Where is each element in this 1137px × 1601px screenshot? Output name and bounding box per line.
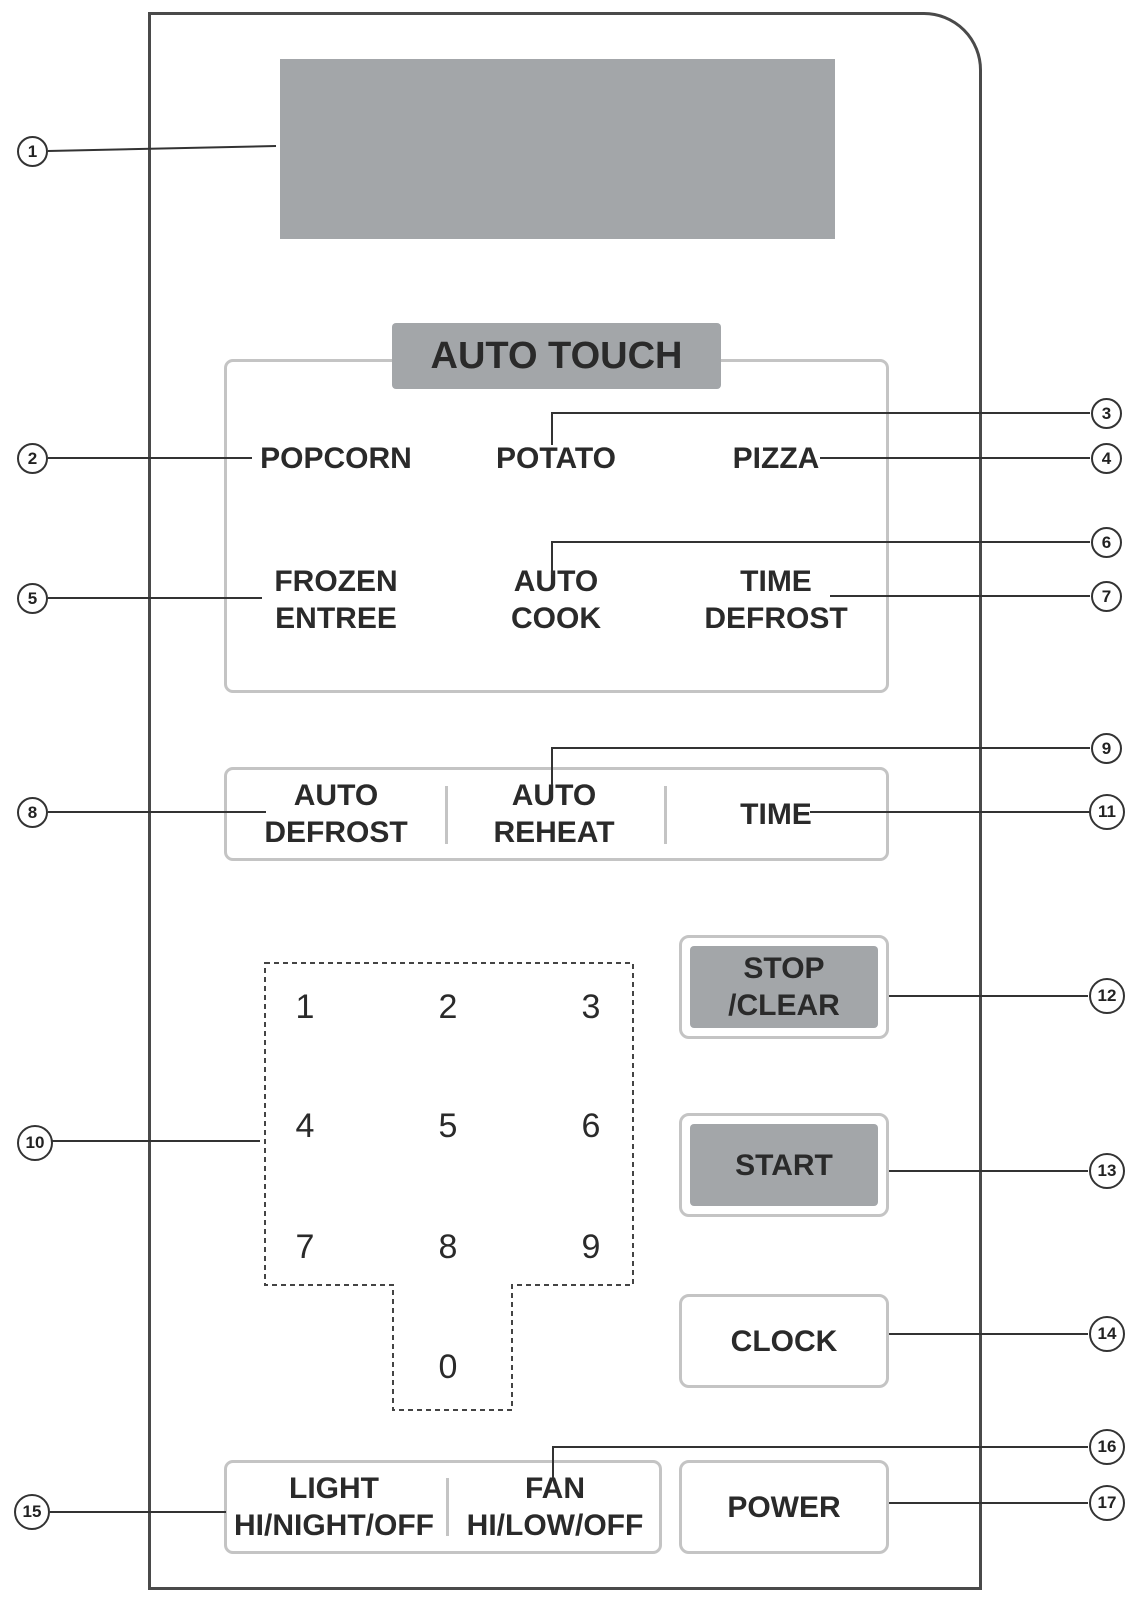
callout-8: 8: [17, 797, 48, 828]
display-window: [280, 59, 835, 239]
callout-4: 4: [1091, 443, 1122, 474]
power-button[interactable]: POWER: [679, 1460, 889, 1554]
auto-touch-group: [224, 359, 889, 693]
keypad-key-8[interactable]: 8: [438, 1227, 458, 1266]
callout-10: 10: [17, 1125, 53, 1161]
callout-15: 15: [14, 1494, 50, 1530]
keypad-key-0[interactable]: 0: [438, 1347, 458, 1386]
callout-2: 2: [17, 443, 48, 474]
auto-defrost-line2: DEFROST: [264, 816, 408, 849]
stop-clear-button-face: [690, 946, 878, 1028]
callout-7: 7: [1091, 581, 1122, 612]
time-defrost-line2: DEFROST: [704, 602, 848, 635]
callout-6: 6: [1091, 527, 1122, 558]
start-button-face: [690, 1124, 878, 1206]
fan-line2: HI/LOW/OFF: [466, 1509, 644, 1542]
auto-reheat-line2: REHEAT: [493, 816, 615, 849]
light-fan-divider: [446, 1478, 449, 1536]
stop-clear-line2: /CLEAR: [728, 989, 840, 1022]
auto-cook-line1: AUTO: [513, 565, 599, 598]
callout-3: 3: [1091, 398, 1122, 429]
start-label-wrap: START: [682, 1116, 886, 1214]
keypad-key-4[interactable]: 4: [295, 1106, 315, 1145]
stop-clear-button[interactable]: STOP /CLEAR: [679, 935, 889, 1039]
auto-touch-title: AUTO TOUCH: [392, 323, 721, 389]
clock-label-wrap: CLOCK: [682, 1297, 886, 1385]
potato-button[interactable]: POTATO: [456, 437, 656, 479]
callout-14: 14: [1089, 1316, 1125, 1352]
start-label: START: [735, 1148, 833, 1182]
callout-9: 9: [1091, 733, 1122, 764]
fan-button[interactable]: FAN HI/LOW/OFF: [452, 1469, 658, 1545]
callout-12: 12: [1089, 978, 1125, 1014]
fan-line1: FAN: [525, 1472, 585, 1505]
light-fan-strip: [224, 1460, 662, 1554]
auto-reheat-line1: AUTO: [511, 779, 597, 812]
frozen-entree-button[interactable]: FROZEN ENTREE: [236, 562, 436, 638]
callout-11: 11: [1089, 794, 1125, 830]
keypad-key-2[interactable]: 2: [438, 987, 458, 1026]
light-line2: HI/NIGHT/OFF: [234, 1509, 434, 1542]
stop-clear-line1: STOP: [743, 952, 825, 985]
light-button[interactable]: LIGHT HI/NIGHT/OFF: [226, 1469, 442, 1545]
strip-divider: [664, 786, 667, 844]
callout-1: 1: [17, 136, 48, 167]
callout-5: 5: [17, 583, 48, 614]
auto-defrost-button[interactable]: AUTO DEFROST: [236, 776, 436, 852]
pizza-label: PIZZA: [732, 441, 820, 475]
auto-cook-button[interactable]: AUTO COOK: [456, 562, 656, 638]
potato-label: POTATO: [496, 441, 616, 475]
function-strip: [224, 767, 889, 861]
frozen-entree-line1: FROZEN: [274, 565, 398, 598]
keypad-key-3[interactable]: 3: [581, 987, 601, 1026]
strip-divider: [445, 786, 448, 844]
keypad-key-1[interactable]: 1: [295, 987, 315, 1026]
popcorn-label: POPCORN: [260, 441, 412, 475]
auto-defrost-line1: AUTO: [293, 779, 379, 812]
clock-label: CLOCK: [730, 1324, 838, 1358]
clock-button[interactable]: CLOCK: [679, 1294, 889, 1388]
keypad-outline: [264, 962, 634, 1411]
keypad-key-7[interactable]: 7: [295, 1227, 315, 1266]
stop-clear-label: STOP /CLEAR: [682, 938, 886, 1036]
power-label: POWER: [727, 1490, 841, 1524]
callout-17: 17: [1089, 1485, 1125, 1521]
callout-16: 16: [1089, 1429, 1125, 1465]
auto-cook-line2: COOK: [511, 602, 601, 635]
time-label: TIME: [740, 797, 812, 831]
time-button[interactable]: TIME: [676, 793, 876, 835]
power-label-wrap: POWER: [682, 1463, 886, 1551]
pizza-button[interactable]: PIZZA: [676, 437, 876, 479]
popcorn-button[interactable]: POPCORN: [236, 437, 436, 479]
auto-reheat-button[interactable]: AUTO REHEAT: [454, 776, 654, 852]
keypad-key-9[interactable]: 9: [581, 1227, 601, 1266]
keypad-key-5[interactable]: 5: [438, 1106, 458, 1145]
start-button[interactable]: START: [679, 1113, 889, 1217]
time-defrost-line1: TIME: [740, 565, 812, 598]
callout-13: 13: [1089, 1153, 1125, 1189]
light-line1: LIGHT: [289, 1472, 379, 1505]
time-defrost-button[interactable]: TIME DEFROST: [676, 562, 876, 638]
frozen-entree-line2: ENTREE: [275, 602, 397, 635]
keypad-key-6[interactable]: 6: [581, 1106, 601, 1145]
